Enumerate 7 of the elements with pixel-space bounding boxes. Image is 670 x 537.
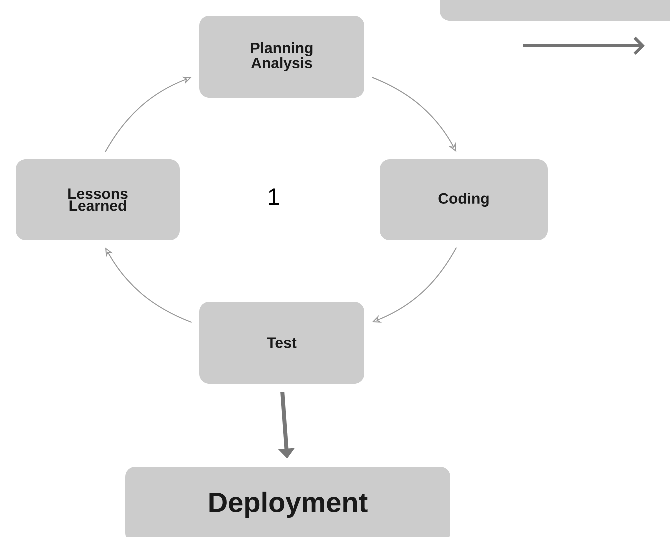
cropped-box xyxy=(440,0,670,21)
stage-box: Deployment xyxy=(126,467,450,537)
stage-box: Lessons Learned xyxy=(16,160,180,240)
cycle-number: 1 xyxy=(269,188,280,206)
stage-box: Test xyxy=(200,302,364,384)
stage-box: Planning Analysis xyxy=(200,16,364,98)
stage-box: Coding xyxy=(380,160,548,240)
